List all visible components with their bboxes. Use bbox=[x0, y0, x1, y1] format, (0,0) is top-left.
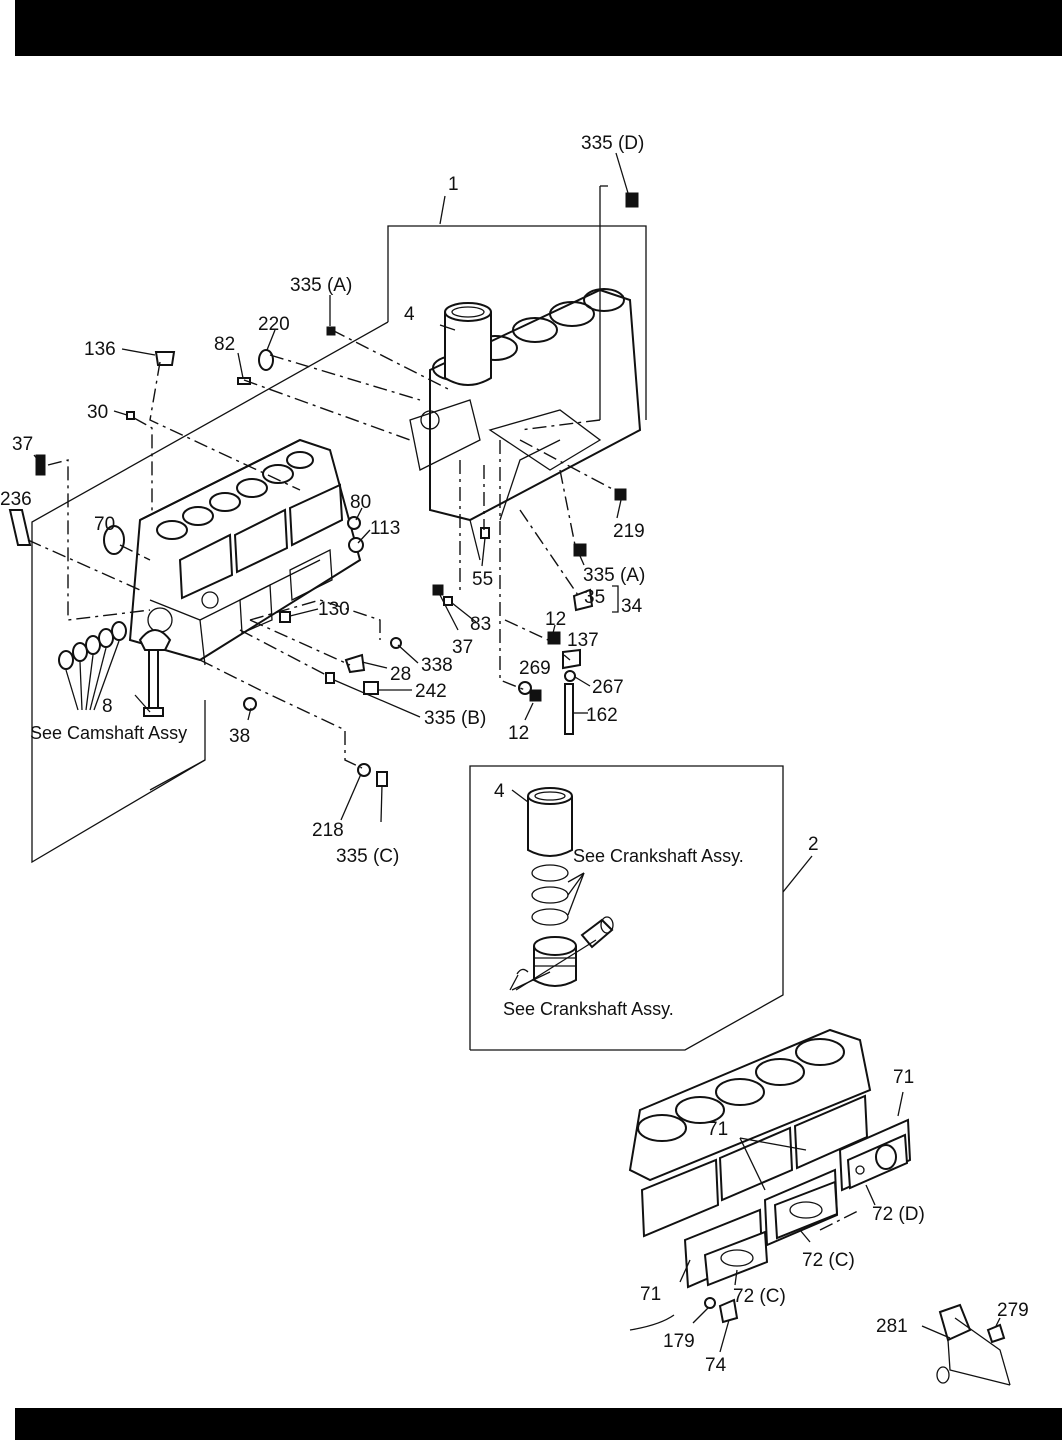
assembly-1-frame bbox=[31, 185, 647, 864]
label-335a-top: 335 (A) bbox=[290, 275, 352, 296]
label-281: 281 bbox=[876, 1316, 908, 1337]
label-335b: 335 (B) bbox=[424, 708, 486, 729]
label-8: 8 bbox=[102, 696, 113, 717]
label-269: 269 bbox=[519, 658, 551, 679]
label-30: 30 bbox=[87, 402, 108, 423]
label-72c-left: 72 (C) bbox=[733, 1286, 786, 1307]
note-crankshaft-top: See Crankshaft Assy. bbox=[573, 846, 744, 866]
label-37-mid: 37 bbox=[452, 637, 473, 658]
label-162: 162 bbox=[586, 705, 618, 726]
cylinder-liner-upper bbox=[444, 302, 492, 386]
label-242: 242 bbox=[415, 681, 447, 702]
leader-arrows bbox=[33, 152, 629, 823]
part-labels: 335 (D) 1 335 (A) 220 4 136 82 30 37 236… bbox=[0, 133, 1029, 1376]
label-74: 74 bbox=[705, 1355, 727, 1376]
label-279: 279 bbox=[997, 1300, 1029, 1321]
assembly-2-box bbox=[469, 765, 813, 1051]
label-34: 34 bbox=[621, 596, 643, 617]
footer-bar bbox=[15, 1408, 1062, 1440]
note-crankshaft-bottom: See Crankshaft Assy. bbox=[503, 999, 674, 1019]
label-335c: 335 (C) bbox=[336, 846, 399, 867]
label-220: 220 bbox=[258, 314, 290, 335]
label-4-box: 4 bbox=[494, 781, 505, 802]
bolt-8 bbox=[138, 629, 172, 717]
label-1: 1 bbox=[448, 174, 459, 195]
label-55: 55 bbox=[472, 569, 493, 590]
side-cover-assembly bbox=[628, 1028, 1011, 1386]
note-camshaft: See Camshaft Assy bbox=[30, 723, 187, 743]
label-82: 82 bbox=[214, 334, 235, 355]
label-179: 179 bbox=[663, 1331, 695, 1352]
label-80: 80 bbox=[350, 492, 371, 513]
label-4-top: 4 bbox=[404, 304, 415, 325]
label-38: 38 bbox=[229, 726, 250, 747]
label-28: 28 bbox=[390, 664, 411, 685]
label-218: 218 bbox=[312, 820, 344, 841]
label-267: 267 bbox=[592, 677, 624, 698]
label-83: 83 bbox=[470, 614, 491, 635]
header-bar bbox=[15, 0, 1062, 56]
label-71-top: 71 bbox=[893, 1067, 914, 1088]
label-335a-right: 335 (A) bbox=[583, 565, 645, 586]
label-72d: 72 (D) bbox=[872, 1204, 925, 1225]
label-236: 236 bbox=[0, 489, 32, 510]
label-338: 338 bbox=[421, 655, 453, 676]
label-130: 130 bbox=[318, 599, 350, 620]
leader-lines-upper bbox=[27, 329, 619, 769]
label-136: 136 bbox=[84, 339, 116, 360]
label-113: 113 bbox=[370, 518, 400, 539]
label-71-bottom: 71 bbox=[640, 1284, 661, 1305]
label-12-top: 12 bbox=[545, 609, 566, 630]
label-219: 219 bbox=[613, 521, 645, 542]
label-70: 70 bbox=[94, 514, 115, 535]
label-72c-right: 72 (C) bbox=[802, 1250, 855, 1271]
label-137: 137 bbox=[567, 630, 599, 651]
label-12-bottom: 12 bbox=[508, 723, 529, 744]
label-37-left: 37 bbox=[12, 434, 33, 455]
lower-cylinder-block bbox=[128, 438, 362, 666]
label-35: 35 bbox=[584, 587, 605, 608]
camshaft-bushes bbox=[58, 621, 127, 711]
label-71-mid: 71 bbox=[707, 1119, 728, 1140]
small-parts bbox=[8, 192, 639, 787]
label-2: 2 bbox=[808, 834, 819, 855]
label-335d: 335 (D) bbox=[581, 133, 644, 154]
